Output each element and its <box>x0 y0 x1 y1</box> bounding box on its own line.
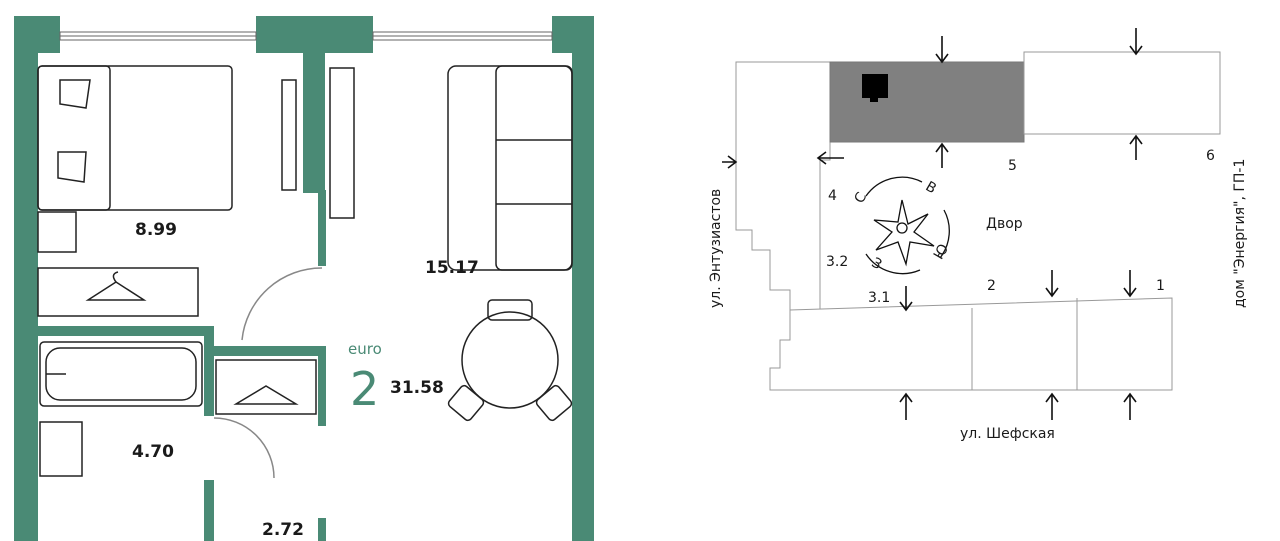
tv-left <box>281 79 297 191</box>
sink <box>39 421 83 477</box>
floor-plan <box>14 16 594 541</box>
section-3-1: 3.1 <box>868 290 891 306</box>
door-bath <box>213 417 275 479</box>
street-bottom: ул. Шефская <box>960 426 1055 442</box>
total-area: 31.58 <box>390 378 444 398</box>
wardrobe-bedroom <box>37 267 199 317</box>
selected-apartment-marker <box>862 74 888 98</box>
bed <box>37 65 233 211</box>
dining-table <box>447 299 573 422</box>
area-hall: 2.72 <box>262 520 304 540</box>
tv-right <box>329 67 355 219</box>
rooms-count: 2 <box>350 362 380 416</box>
nightstand <box>37 211 77 253</box>
area-bath: 4.70 <box>132 442 174 462</box>
section-2: 2 <box>987 278 996 294</box>
door-bedroom <box>241 267 323 341</box>
section-6 <box>1023 51 1221 135</box>
compass-rose <box>865 176 950 275</box>
apartment-type: euro <box>348 340 382 358</box>
wardrobe-hall <box>215 359 317 415</box>
building-right: дом "Энергия", ГП-1 <box>1232 158 1248 308</box>
highlighted-section-5 <box>829 61 1025 143</box>
street-left: ул. Энтузиастов <box>708 188 724 308</box>
section-6: 6 <box>1206 148 1215 164</box>
section-5: 5 <box>1008 158 1017 174</box>
building-bottom <box>769 297 1173 391</box>
walls <box>14 16 594 541</box>
entrance-arrows <box>722 28 1143 420</box>
sofa <box>447 65 573 271</box>
section-3-2: 3.2 <box>826 254 849 270</box>
bathtub <box>39 341 203 407</box>
courtyard-label: Двор <box>986 216 1023 232</box>
area-living: 15.17 <box>425 258 479 278</box>
windows <box>59 31 553 41</box>
section-4: 4 <box>828 188 837 204</box>
building-outline-left <box>735 61 831 311</box>
section-1: 1 <box>1156 278 1165 294</box>
area-bedroom: 8.99 <box>135 220 177 240</box>
site-plan <box>722 28 1221 420</box>
